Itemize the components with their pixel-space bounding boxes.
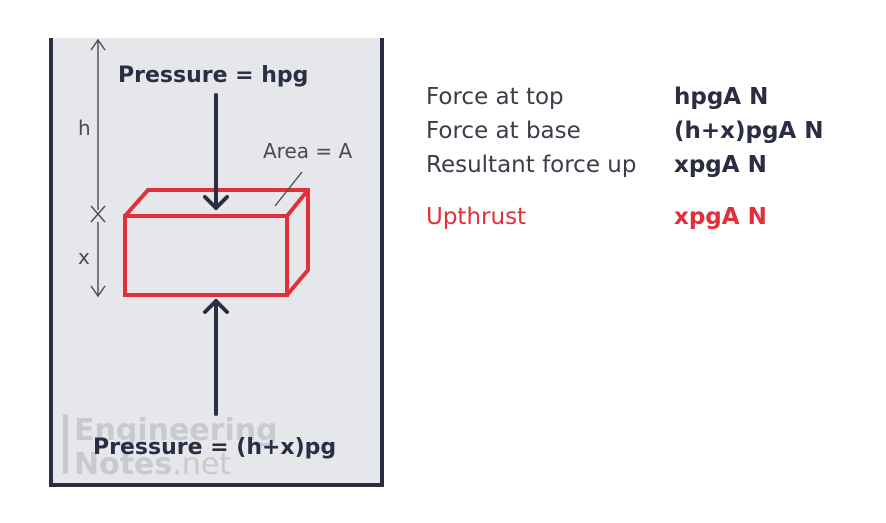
force-row-base: Force at base (h+x)pgA N <box>426 118 866 152</box>
force-summary: Force at top hpgA N Force at base (h+x)p… <box>426 84 866 238</box>
force-row-resultant: Resultant force up xpgA N <box>426 152 866 186</box>
watermark-suffix: .net <box>172 447 231 482</box>
force-value: xpgA N <box>674 152 767 178</box>
pressure-bottom-label: Pressure = (h+x)pg <box>93 435 336 460</box>
force-name: Resultant force up <box>426 152 637 178</box>
label-h: h <box>78 116 91 140</box>
force-name: Force at top <box>426 84 564 110</box>
watermark-line2: Notes <box>74 447 172 482</box>
force-value: hpgA N <box>674 84 769 110</box>
upthrust-row: Upthrust xpgA N <box>426 204 866 238</box>
dimension-x <box>90 222 106 298</box>
upthrust-name: Upthrust <box>426 204 527 230</box>
watermark: Engineering Notes.net <box>63 413 278 482</box>
upthrust-value: xpgA N <box>674 204 767 230</box>
label-x: x <box>78 245 90 269</box>
watermark-line1: Engineering <box>74 413 278 448</box>
arrow-down <box>203 93 229 210</box>
arrow-up <box>203 299 229 416</box>
submerged-block <box>123 188 310 297</box>
container-walls <box>49 38 384 487</box>
force-name: Force at base <box>426 118 581 144</box>
svg-text:Notes.net: Notes.net <box>74 447 231 482</box>
pressure-top-label: Pressure = hpg <box>118 63 308 88</box>
dimension-h <box>90 38 106 223</box>
label-area: Area = A <box>263 139 352 163</box>
area-leader-line <box>274 171 303 207</box>
force-value: (h+x)pgA N <box>674 118 824 144</box>
force-row-top: Force at top hpgA N <box>426 84 866 118</box>
